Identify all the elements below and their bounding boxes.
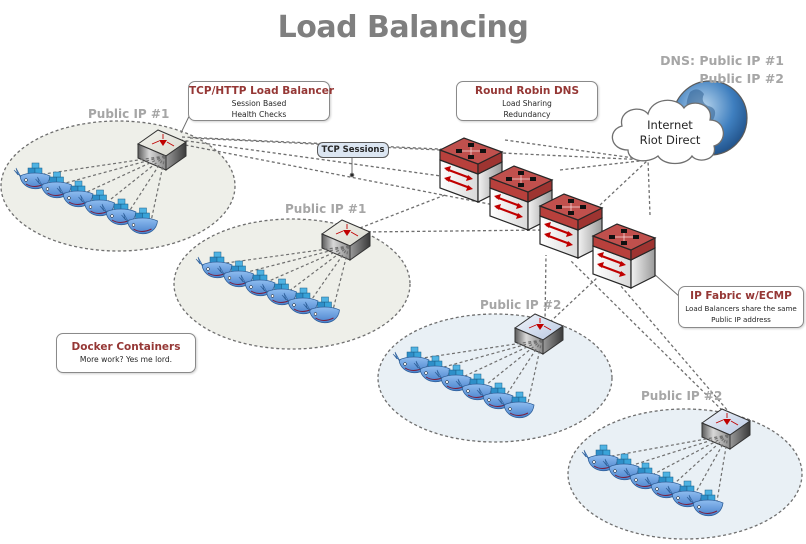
lb-container-link (86, 155, 166, 193)
container-group (392, 339, 543, 419)
link-switch4-internet (647, 159, 651, 216)
dns-line-1: DNS: Public IP #1 (660, 53, 784, 68)
link-lb4-switch3 (569, 259, 731, 419)
cluster-label-4: Public IP #2 (641, 389, 723, 403)
link-lb4-switch4 (619, 284, 735, 419)
lb-container-link (485, 339, 543, 386)
switch-stack (438, 137, 657, 289)
lb-container-link (225, 245, 350, 264)
callout-round-robin-dns: Round Robin DNS Load Sharing Redundancy (456, 81, 598, 121)
link-lb2-switch1 (359, 194, 446, 229)
callout-line: Public IP address (711, 315, 771, 324)
lb-container-link (108, 155, 166, 202)
container-group (13, 155, 166, 235)
internet-line-1: Internet (647, 118, 693, 132)
link-lb1-switch1 (179, 139, 471, 181)
cloud-icon (611, 99, 724, 165)
callout-line: Health Checks (231, 110, 287, 119)
callout-ip-fabric: IP Fabric w/ECMP Load Balancers share th… (678, 286, 804, 328)
lb-container-link (443, 339, 543, 368)
tcp-sessions-label: TCP Sessions (317, 142, 389, 158)
link-switch3-internet (599, 159, 649, 206)
link-lb1-internet (189, 137, 649, 161)
lb-container-link (632, 434, 729, 466)
lb-container-link (422, 339, 543, 359)
internet-label: Internet Riot Direct (630, 118, 710, 148)
link-lb1-switch2 (179, 143, 521, 211)
lb-container-link (65, 155, 166, 184)
cluster-label-1: Public IP #1 (88, 107, 170, 121)
container-group (581, 434, 729, 517)
lb-container-link (268, 245, 350, 282)
container-group (195, 245, 350, 324)
link-lb3-switch3 (544, 254, 547, 323)
load-balancer-icon (700, 408, 752, 450)
layer3-switch-icon (591, 223, 657, 289)
cluster-region-2 (173, 218, 411, 350)
docker-containers (13, 155, 729, 517)
page-title: Load Balancing (277, 10, 529, 45)
pointer-tcp-sessions-dot (349, 172, 355, 178)
dns-label: DNS: Public IP #1 Public IP #2 (638, 52, 784, 88)
callout-line: Load Sharing (502, 99, 552, 108)
docker-whale-icon (121, 207, 158, 235)
callout-heading: Round Robin DNS (474, 85, 580, 97)
lb-container-link (653, 434, 729, 475)
docker-whale-icon (281, 287, 319, 315)
lb-container-link (716, 434, 729, 502)
docker-whale-icon (303, 296, 340, 324)
callout-docker-containers: Docker Containers More work? Yes me lord… (56, 333, 196, 373)
lb-container-link (43, 155, 166, 175)
lb-container-link (674, 434, 729, 484)
link-switch1-internet (504, 139, 649, 161)
lb-container-link (290, 245, 350, 291)
internet-cloud (611, 80, 748, 165)
internet-line-2: Riot Direct (639, 133, 701, 147)
link-lb2-switch3 (361, 229, 546, 233)
lb-container-link (247, 245, 350, 273)
link-switch2-internet (559, 159, 649, 171)
dns-line-2: Public IP #2 (699, 71, 784, 86)
cluster-region-4 (567, 408, 803, 540)
callout-heading: Docker Containers (71, 341, 181, 353)
cluster-label-3: Public IP #2 (480, 298, 562, 312)
docker-whale-icon (497, 391, 535, 419)
callout-line: Session Based (231, 99, 287, 108)
load-balancer-icon (136, 129, 188, 171)
callout-line: More work? Yes me lord. (79, 355, 173, 364)
callout-heading: IP Fabric w/ECMP (690, 290, 792, 302)
docker-whale-icon (686, 489, 724, 517)
cluster-region-3 (377, 313, 613, 443)
load-balancer-icon (320, 219, 372, 261)
callout-heading: TCP/HTTP Load Balancer (189, 85, 335, 97)
callout-tcp-http-load-balancer: TCP/HTTP Load Balancer Session Based Hea… (188, 81, 335, 121)
callout-line: Redundancy (503, 110, 551, 119)
load-balancer-icon (513, 313, 565, 355)
load-balancers (136, 129, 752, 450)
docker-whale-icon (78, 189, 115, 217)
cluster-label-2: Public IP #1 (285, 202, 367, 216)
callout-line: Load Balancers share the same (685, 304, 797, 313)
